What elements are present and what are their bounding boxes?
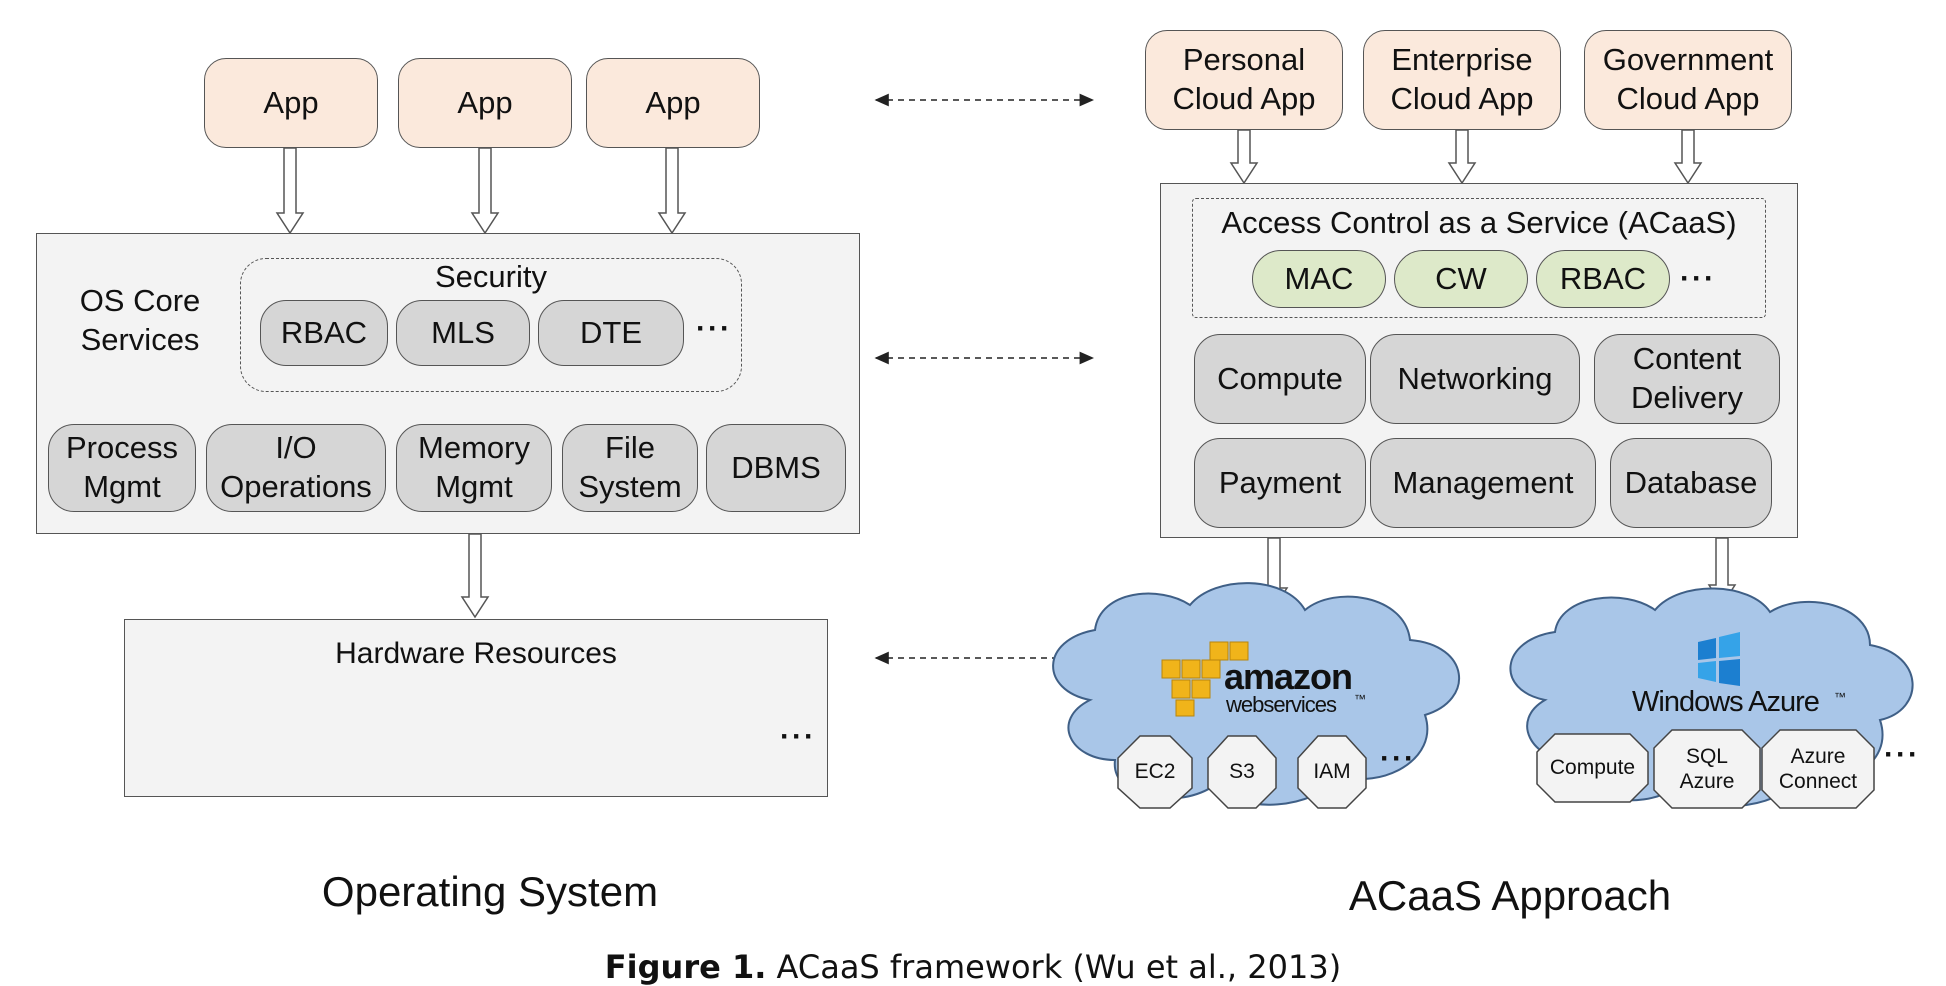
down-arrow-app2 [470, 147, 500, 235]
core-memory-mgmt: Memory Mgmt [396, 424, 552, 512]
windows-azure-logo-icon [1698, 632, 1740, 686]
svc-payment: Payment [1194, 438, 1366, 528]
figure-caption: Figure 1. ACaaS framework (Wu et al., 20… [0, 948, 1946, 986]
left-app-1: App [204, 58, 378, 148]
core-dbms: DBMS [706, 424, 846, 512]
right-app-enterprise: Enterprise Cloud App [1363, 30, 1561, 130]
figure-text: ACaaS framework (Wu et al., 2013) [776, 948, 1342, 986]
security-dte: DTE [538, 300, 684, 366]
acaas-mac: MAC [1252, 250, 1386, 308]
right-app-government: Government Cloud App [1584, 30, 1792, 130]
svc-management: Management [1370, 438, 1596, 528]
aws-logo-main: amazon [1224, 656, 1353, 697]
right-app-personal: Personal Cloud App [1145, 30, 1343, 130]
svc-networking: Networking [1370, 334, 1580, 424]
acaas-group [1192, 198, 1766, 318]
acaas-cw: CW [1394, 250, 1528, 308]
aws-ellipsis: ··· [1380, 742, 1416, 775]
core-io-operations: I/O Operations [206, 424, 386, 512]
acaas-label: Access Control as a Service (ACaaS) [1221, 205, 1737, 240]
security-mls: MLS [396, 300, 530, 366]
security-rbac: RBAC [260, 300, 388, 366]
aws-s3-hex [1207, 735, 1277, 809]
core-process-mgmt: Process Mgmt [48, 424, 196, 512]
azure-sql-oct [1653, 729, 1761, 809]
acaas-ellipsis: ··· [1680, 262, 1716, 295]
azure-service-connect: Azure Connect [1778, 744, 1858, 793]
azure-logo-tm: ™ [1834, 690, 1846, 704]
hardware-ellipsis: ··· [780, 720, 816, 753]
aws-logo-sub: webservices [1226, 692, 1337, 717]
down-arrow-app3 [657, 147, 687, 235]
hardware-title: Hardware Resources [335, 637, 617, 670]
svc-content-delivery: Content Delivery [1594, 334, 1780, 424]
aws-ec2-hex [1117, 735, 1193, 809]
down-arrow-rapp1 [1229, 129, 1259, 185]
security-label: Security [435, 259, 547, 294]
down-arrow-rapp2 [1447, 129, 1477, 185]
svc-database: Database [1610, 438, 1772, 528]
hardware-panel [124, 619, 828, 797]
azure-ellipsis: ··· [1884, 738, 1920, 771]
down-arrow-rapp3 [1673, 129, 1703, 185]
aws-service-iam: IAM [1313, 760, 1351, 784]
figure-label: Figure 1. [604, 948, 767, 986]
aws-logo-tm: ™ [1354, 692, 1366, 706]
caption-operating-system: Operating System [321, 868, 659, 915]
acaas-rbac: RBAC [1536, 250, 1670, 308]
os-core-services-label: OS Core Services [79, 283, 201, 357]
azure-service-compute: Compute [1549, 756, 1636, 780]
caption-acaas-approach: ACaaS Approach [1348, 872, 1672, 919]
azure-service-sql: SQL Azure [1679, 744, 1735, 793]
aws-iam-hex [1297, 735, 1367, 809]
aws-service-ec2: EC2 [1134, 760, 1176, 784]
down-arrow-os-hw [460, 533, 490, 619]
svc-compute: Compute [1194, 334, 1366, 424]
azure-compute-oct [1536, 733, 1649, 803]
azure-connect-oct [1761, 729, 1875, 809]
aws-service-s3: S3 [1229, 760, 1255, 784]
left-app-3: App [586, 58, 760, 148]
down-arrow-app1 [275, 147, 305, 235]
core-file-system: File System [562, 424, 698, 512]
aws-logo-icon [1161, 641, 1249, 717]
security-group [240, 258, 742, 392]
security-ellipsis: ··· [696, 312, 732, 345]
left-app-2: App [398, 58, 572, 148]
azure-logo-text: Windows Azure [1632, 686, 1820, 718]
